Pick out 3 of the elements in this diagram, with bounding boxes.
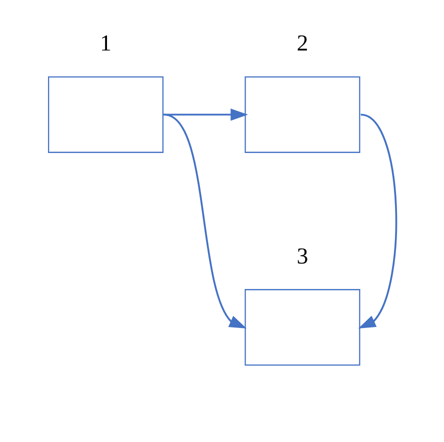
node-label: 2 — [296, 30, 308, 56]
node-label: 3 — [296, 243, 308, 268]
node-label: 1 — [100, 30, 111, 56]
